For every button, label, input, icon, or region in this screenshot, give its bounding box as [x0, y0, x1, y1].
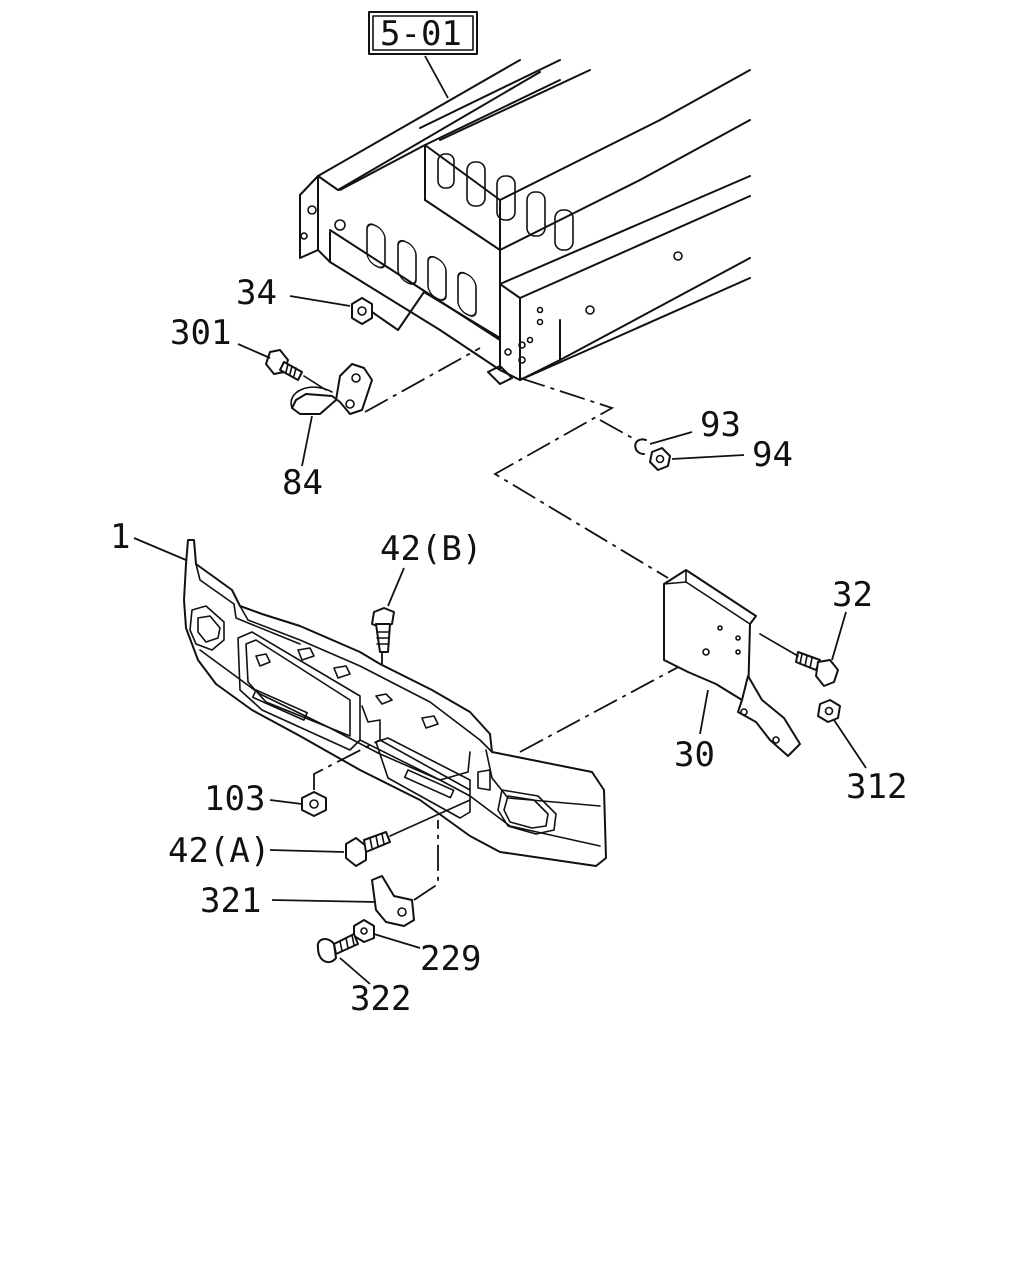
leader-34 [289, 295, 351, 307]
tow-hook-84[interactable] [290, 363, 373, 415]
screw-322[interactable] [316, 933, 359, 964]
label-103: 103 [204, 779, 265, 819]
label-322: 322 [350, 979, 411, 1019]
bolt-301[interactable] [265, 349, 303, 381]
nut-229[interactable] [353, 919, 375, 943]
label-301: 301 [170, 313, 231, 353]
label-321: 321 [200, 881, 261, 921]
leader-42b [387, 567, 405, 607]
nut-312[interactable] [817, 699, 841, 723]
label-312: 312 [846, 767, 907, 807]
bolt-32-axis [759, 633, 799, 657]
reference-leader [424, 55, 449, 99]
bumper-1[interactable] [183, 539, 607, 867]
leader-103 [269, 799, 303, 805]
nut-103-axis [313, 739, 381, 790]
leader-229 [373, 933, 421, 949]
bracket-30[interactable] [663, 569, 801, 757]
leader-42a [269, 849, 345, 853]
nut-103[interactable] [301, 791, 327, 817]
stay-321[interactable] [371, 875, 415, 927]
stay-321-axis [413, 820, 439, 901]
nut-leader-line [371, 291, 501, 339]
leader-84 [301, 415, 313, 467]
label-94: 94 [752, 435, 793, 475]
leader-93 [649, 431, 693, 445]
label-93: 93 [700, 405, 741, 445]
leader-30 [699, 689, 709, 735]
bolt-32[interactable] [795, 651, 839, 687]
leader-322 [339, 957, 371, 985]
leader-312 [833, 719, 867, 769]
leader-301 [237, 343, 271, 359]
label-1: 1 [110, 517, 130, 557]
reference-box-label: 5-01 [380, 14, 462, 54]
washer-93[interactable] [634, 438, 647, 455]
label-34: 34 [236, 273, 277, 313]
leader-32 [831, 611, 847, 661]
label-42a: 42(A) [168, 831, 270, 871]
bolt-42b[interactable] [371, 607, 395, 653]
reference-box[interactable]: 5-01 [368, 11, 478, 55]
leader-1 [133, 537, 187, 561]
label-30: 30 [674, 735, 715, 775]
bolt-42a[interactable] [345, 831, 391, 867]
leader-321 [271, 899, 377, 903]
leader-94 [671, 454, 745, 460]
nut-34[interactable] [351, 297, 373, 325]
label-229: 229 [420, 939, 481, 979]
label-84: 84 [282, 463, 323, 503]
label-32: 32 [832, 575, 873, 615]
nut-94[interactable] [649, 447, 671, 471]
bolt-42a-axis [389, 799, 471, 837]
chassis-frame [299, 59, 751, 385]
label-42b: 42(B) [380, 529, 482, 569]
